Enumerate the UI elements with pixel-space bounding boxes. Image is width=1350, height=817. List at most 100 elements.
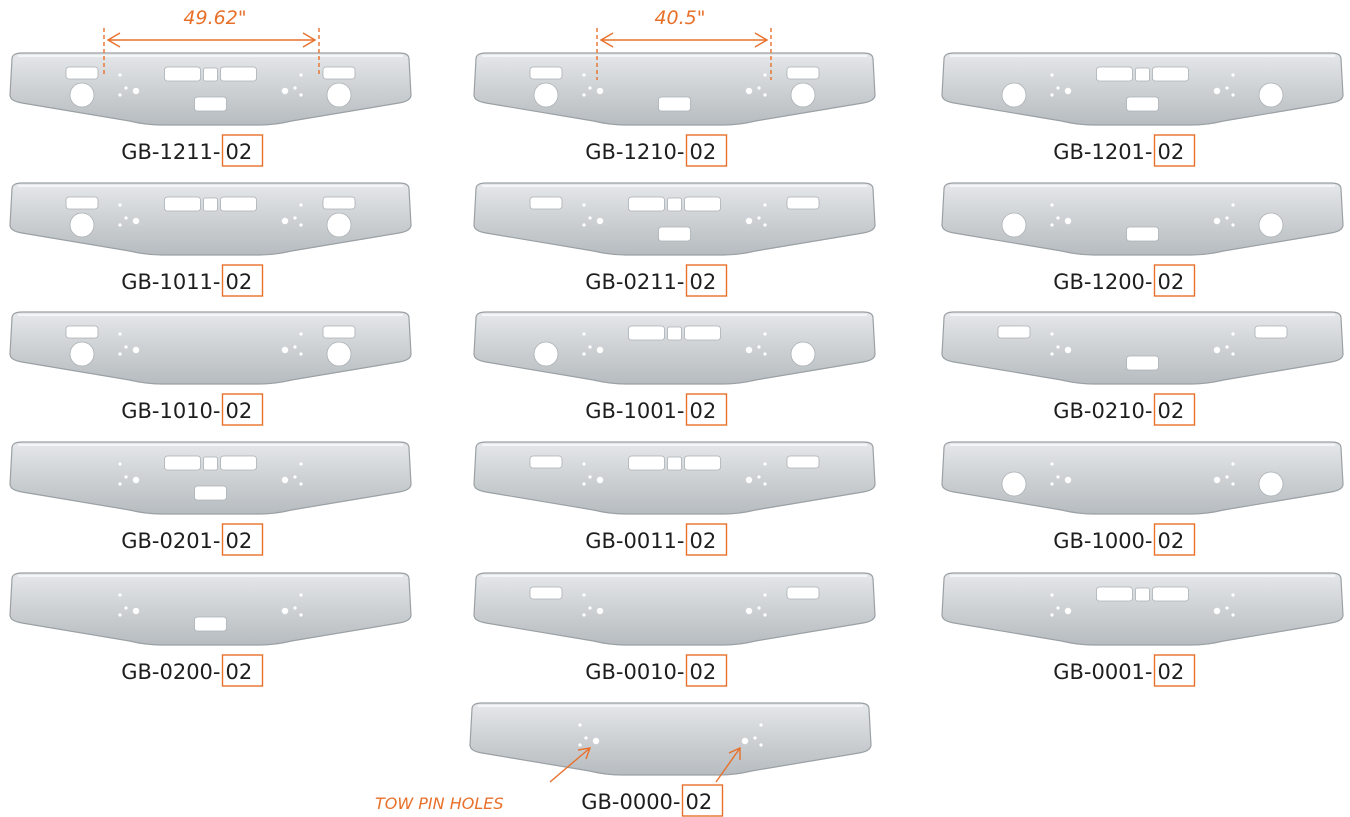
bumper-body — [9, 441, 412, 515]
variant-code-box — [685, 264, 728, 297]
part-number-prefix: GB-0211- — [585, 270, 684, 294]
center-light-right — [684, 455, 721, 471]
variant-code-box — [221, 393, 264, 426]
bumper-body — [941, 182, 1344, 256]
tow-pin-hole — [1213, 346, 1221, 354]
bolt-hole — [299, 613, 303, 617]
license-slot — [1126, 226, 1159, 242]
center-light-right — [684, 196, 721, 212]
bolt-hole — [1056, 86, 1060, 90]
bolt-hole — [1225, 216, 1229, 220]
bolt-hole — [299, 203, 303, 207]
bumper: GB-0210-02 — [941, 311, 1344, 426]
bolt-hole — [299, 352, 303, 356]
bolt-hole — [118, 352, 122, 356]
part-number-prefix: GB-1000- — [1053, 529, 1152, 553]
marker-light-right — [786, 586, 820, 600]
bolt-hole — [1050, 613, 1054, 617]
bolt-hole — [1050, 352, 1054, 356]
bumper: GB-0200-02 — [9, 572, 412, 687]
center-light-right — [1152, 66, 1189, 82]
part-number-suffix: 02 — [226, 140, 253, 164]
marker-light-left — [65, 66, 99, 80]
bolt-hole — [578, 723, 582, 727]
tow-pin-hole — [1213, 87, 1221, 95]
bolt-hole — [757, 345, 761, 349]
tow-pin-hole — [596, 346, 604, 354]
bumper-body — [9, 182, 412, 256]
tow-pin-hole — [1064, 476, 1072, 484]
fog-light-left — [533, 82, 559, 108]
part-number-prefix: GB-0200- — [121, 660, 220, 684]
tow-pin-hole — [596, 476, 604, 484]
license-slot — [658, 226, 691, 242]
center-light-left — [164, 66, 201, 82]
bolt-hole — [118, 482, 122, 486]
fog-light-right — [1258, 471, 1284, 497]
bolt-hole — [299, 482, 303, 486]
bolt-hole — [763, 462, 767, 466]
part-number-prefix: GB-1201- — [1053, 140, 1152, 164]
center-light-middle — [1135, 67, 1150, 82]
bolt-hole — [763, 613, 767, 617]
bolt-hole — [1050, 203, 1054, 207]
bolt-hole — [588, 606, 592, 610]
bolt-hole — [763, 73, 767, 77]
license-slot — [1126, 355, 1159, 371]
center-light-middle — [203, 197, 218, 212]
bolt-hole — [118, 332, 122, 336]
center-light-left — [628, 196, 665, 212]
center-light-middle — [203, 456, 218, 471]
bolt-hole — [763, 332, 767, 336]
bolt-hole — [582, 352, 586, 356]
variant-code-box — [685, 523, 728, 556]
bolt-hole — [1225, 606, 1229, 610]
part-number-prefix: GB-0010- — [585, 660, 684, 684]
bolt-hole — [1231, 93, 1235, 97]
license-slot — [658, 96, 691, 112]
fog-light-right — [1258, 212, 1284, 238]
variant-code-box — [681, 784, 724, 817]
bolt-hole — [588, 86, 592, 90]
center-light-left — [164, 455, 201, 471]
marker-light-left — [65, 325, 99, 339]
tow-pin-hole — [745, 87, 753, 95]
bolt-hole — [1231, 332, 1235, 336]
variant-code-box — [685, 393, 728, 426]
bolt-hole — [299, 223, 303, 227]
bolt-hole — [578, 743, 582, 747]
part-number-prefix: GB-1200- — [1053, 270, 1152, 294]
tow-pin-hole — [132, 217, 140, 225]
bumper: GB-1001-02 — [473, 311, 876, 426]
center-light-left — [164, 196, 201, 212]
bolt-hole — [1050, 223, 1054, 227]
part-number-suffix: 02 — [1158, 270, 1185, 294]
part-number-prefix: GB-0000- — [581, 790, 680, 814]
tow-pin-hole — [1064, 346, 1072, 354]
marker-light-left — [65, 196, 99, 210]
marker-light-right — [786, 196, 820, 210]
bumper: GB-0010-02 — [473, 572, 876, 687]
bolt-hole — [299, 73, 303, 77]
bolt-hole — [124, 216, 128, 220]
license-slot — [194, 485, 227, 501]
center-light-right — [684, 325, 721, 341]
tow-pin-hole — [745, 217, 753, 225]
bolt-hole — [124, 475, 128, 479]
bolt-hole — [763, 203, 767, 207]
bolt-hole — [757, 606, 761, 610]
marker-light-left — [997, 325, 1031, 339]
bumper-body — [941, 311, 1344, 385]
bolt-hole — [1231, 223, 1235, 227]
bumper-body — [469, 702, 872, 776]
center-light-right — [220, 455, 257, 471]
part-number-prefix: GB-0210- — [1053, 399, 1152, 423]
bolt-hole — [582, 613, 586, 617]
marker-light-right — [1254, 325, 1288, 339]
bumper: GB-1211-02 — [9, 52, 412, 167]
fog-light-right — [790, 82, 816, 108]
bolt-hole — [582, 203, 586, 207]
tow-pin-hole — [1213, 217, 1221, 225]
part-number-suffix: 02 — [226, 399, 253, 423]
